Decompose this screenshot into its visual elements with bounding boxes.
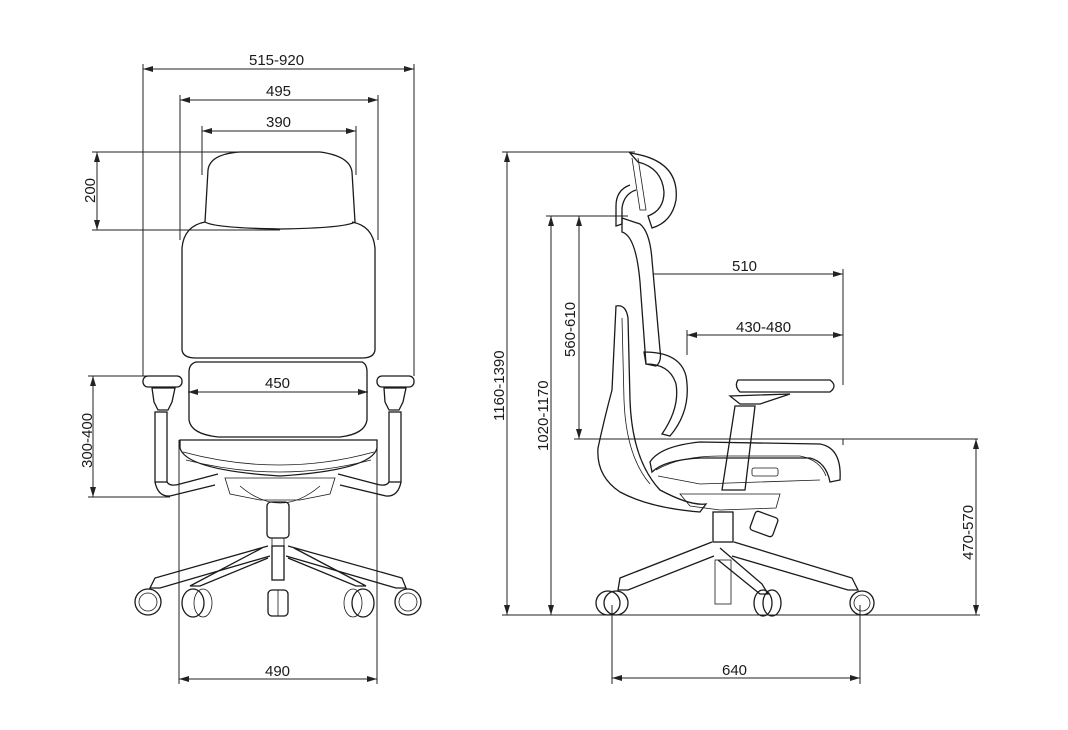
front-mechanism [224,477,336,501]
front-right-armrest [337,375,415,497]
side-base [617,541,860,595]
front-base [148,545,407,589]
front-casters [134,588,422,618]
dim-base-width: 490 [265,663,291,680]
side-mechanism [679,493,781,511]
side-view [502,151,980,684]
dim-seat-height: 470-570 [960,504,977,560]
side-dimension-lines [502,151,980,684]
side-gas-lift [712,511,734,543]
front-lumbar-pad [188,361,368,438]
dim-overall-depth: 510 [732,258,758,275]
dim-overall-height: 1160-1390 [491,350,508,421]
front-left-armrest [142,375,219,497]
dim-backrest-width: 495 [266,83,292,100]
dim-headrest-height: 200 [82,177,99,203]
side-back-cushion [597,305,708,513]
side-headrest [628,152,677,229]
side-casters [595,589,875,617]
dim-seat-width: 450 [265,375,291,392]
front-seat [179,439,378,477]
side-lumbar [643,351,688,437]
dim-headrest-width: 390 [266,114,292,131]
front-view [88,64,422,684]
dim-backrest-top-height: 1020-1170 [535,380,552,451]
dim-seat-depth: 430-480 [736,319,792,336]
front-dimension-lines [88,64,415,684]
side-back-frame [621,217,662,367]
front-gas-lift [266,501,290,539]
front-backrest [181,221,376,359]
dim-backrest-height: 560-610 [562,301,579,357]
dim-overall-armrest-width: 515-920 [249,52,305,69]
front-headrest [204,151,356,230]
dim-base-depth: 640 [722,662,748,679]
side-seat [649,441,841,483]
dim-armrest-height: 300-400 [79,412,96,468]
side-armrest [721,379,835,491]
